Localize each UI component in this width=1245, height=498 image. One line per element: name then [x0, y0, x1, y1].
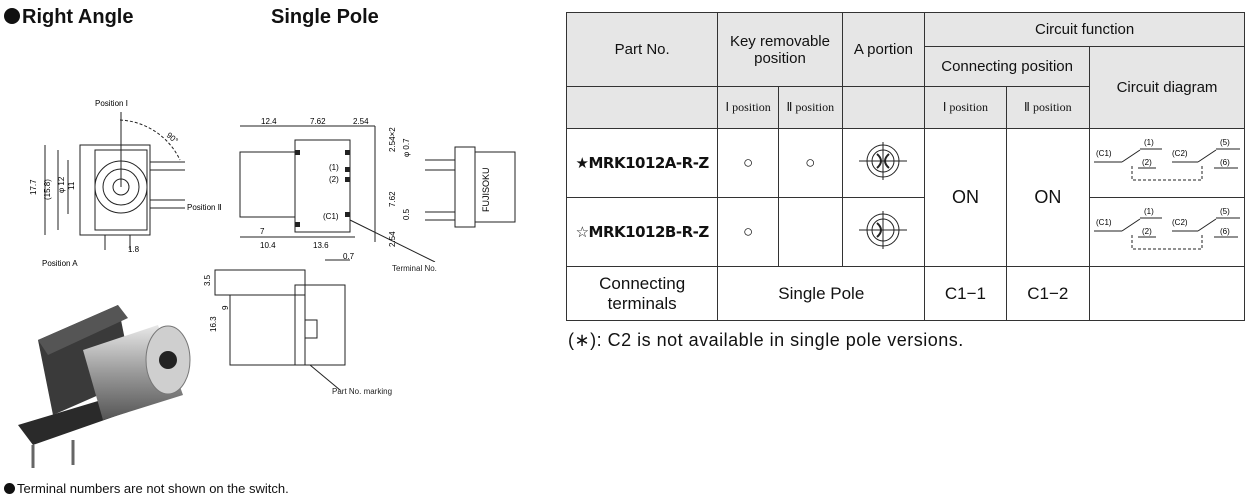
- product-photo: [18, 305, 191, 468]
- dim-label: 9: [221, 305, 230, 310]
- circuit-label: (6): [1220, 158, 1230, 167]
- dim-label: 11: [67, 181, 76, 190]
- pin-label: (1): [329, 163, 339, 172]
- header-key-pos2: Ⅱ position: [778, 86, 843, 129]
- header-circuit-diagram: Circuit diagram: [1089, 46, 1245, 129]
- rotor-a-icon: [859, 141, 908, 180]
- dim-label: 10.4: [260, 241, 276, 250]
- circuit-label: (5): [1220, 207, 1230, 216]
- circuit-label: (6): [1220, 227, 1230, 236]
- a-portion-cell: [841, 197, 926, 267]
- circuit-label: (C1): [1096, 149, 1112, 158]
- bullet-icon: [4, 483, 15, 494]
- dim-label: 3.5: [203, 274, 212, 286]
- circuit-label: (2): [1142, 227, 1152, 236]
- dim-label: 0.5: [402, 208, 411, 220]
- pin-label: (C1): [323, 212, 339, 221]
- side-view-drawing: 12.4 7.62 2.54 (1) (2) (C1) 2.54×2 φ 0.7…: [239, 117, 516, 262]
- dim-label: 13.6: [313, 241, 329, 250]
- circuit-label: (1): [1144, 207, 1154, 216]
- angle-label: 90°: [165, 131, 180, 146]
- table-note: (∗): C2 is not available in single pole …: [568, 330, 964, 350]
- header-key-removable: Key removable position: [717, 12, 843, 87]
- dim-label: 2.54: [388, 231, 397, 247]
- dim-label: 2.54×2: [388, 127, 397, 152]
- dim-label: 7.62: [310, 117, 326, 126]
- circuit-label: (5): [1220, 138, 1230, 147]
- dim-label: 12.4: [261, 117, 277, 126]
- table-row: ☆MRK1012B-R-Z ○ (C1): [565, 197, 1245, 267]
- circuit-diagram-cell: (C1) (1) (2) (C2) (5) (6): [1089, 128, 1245, 198]
- dim-label: 7.62: [388, 191, 397, 207]
- dim-label: φ 12: [57, 176, 66, 193]
- empty-cell: [1089, 266, 1245, 321]
- header-key-pos1: Ⅰ position: [717, 86, 779, 129]
- dim-label: 1.8: [128, 245, 140, 254]
- header-a-portion: A portion: [841, 12, 926, 87]
- header-connecting-position: Connecting position: [924, 46, 1091, 87]
- circuit-label: (C1): [1096, 218, 1112, 227]
- dim-label: 17.7: [29, 179, 38, 195]
- section-title-right-angle: Right Angle: [4, 6, 133, 29]
- position-a-label: Position A: [42, 259, 78, 268]
- section-title-single-pole: Single Pole: [271, 6, 379, 28]
- key-pos1-mark: ○: [717, 128, 779, 198]
- circuit-diagram-icon: (C1) (1) (2) (C2) (5) (6): [1094, 207, 1240, 249]
- dim-label: (15.8): [43, 179, 52, 200]
- part-number: ☆MRK1012B-R-Z: [565, 197, 719, 267]
- dim-label: 7: [260, 227, 265, 236]
- header-blank: [565, 86, 719, 129]
- header-conn-pos2: Ⅱ position: [1005, 86, 1091, 129]
- header-conn-pos1: Ⅰ position: [924, 86, 1007, 129]
- connecting-terminals-label: Connecting terminals: [565, 266, 719, 321]
- header-circuit-function: Circuit function: [924, 12, 1245, 47]
- table-row: ★MRK1012A-R-Z ○ ○ ON ON: [565, 128, 1245, 267]
- connect-pos1-on: ON: [924, 128, 1007, 267]
- bottom-view-drawing: 3.5 9 16.3 0.7: [203, 252, 355, 391]
- footnote-left: Terminal numbers are not shown on the sw…: [4, 481, 289, 496]
- dim-label: 0.7: [343, 252, 355, 261]
- part-marking-label: Part No. marking: [332, 387, 393, 396]
- single-pole-label: Single Pole: [717, 266, 926, 321]
- dim-label: φ 0.7: [402, 138, 411, 157]
- brand-label: FUJISOKU: [481, 167, 491, 212]
- spec-table: Part No. Key removable position A portio…: [565, 12, 1245, 321]
- terminal-no-label: Terminal No.: [392, 264, 437, 273]
- header-part-no: Part No.: [565, 12, 719, 87]
- circuit-label: (C2): [1172, 149, 1188, 158]
- header-blank: [841, 86, 926, 129]
- key-pos2-mark: [778, 197, 843, 267]
- dim-label: 2.54: [353, 117, 369, 126]
- rotor-b-icon: [859, 210, 908, 249]
- key-pos2-mark: ○: [778, 128, 843, 198]
- pin-label: (2): [329, 175, 339, 184]
- position-2-label: Position Ⅱ: [187, 203, 222, 212]
- circuit-label: (1): [1144, 138, 1154, 147]
- terminal-c1-1: C1−1: [924, 266, 1007, 321]
- bullet-icon: [4, 8, 20, 24]
- key-pos1-mark: ○: [717, 197, 779, 267]
- connect-pos2-on: ON: [1005, 128, 1091, 267]
- terminal-c1-2: C1−2: [1005, 266, 1091, 321]
- dim-label: 16.3: [209, 316, 218, 332]
- position-1-label: Position Ⅰ: [95, 99, 128, 108]
- part-number: ★MRK1012A-R-Z: [565, 128, 719, 198]
- circuit-diagram-cell: (C1) (1) (2) (C2) (5) (6): [1089, 197, 1245, 267]
- circuit-diagram-icon: (C1) (1) (2) (C2) (5) (6): [1094, 138, 1240, 180]
- a-portion-cell: [841, 128, 926, 198]
- circuit-label: (C2): [1172, 218, 1188, 227]
- table-row: Connecting terminals Single Pole C1−1 C1…: [565, 266, 1245, 321]
- front-view-drawing: Position Ⅰ 90° Position Ⅱ Position A 17.…: [29, 99, 222, 268]
- circuit-label: (2): [1142, 158, 1152, 167]
